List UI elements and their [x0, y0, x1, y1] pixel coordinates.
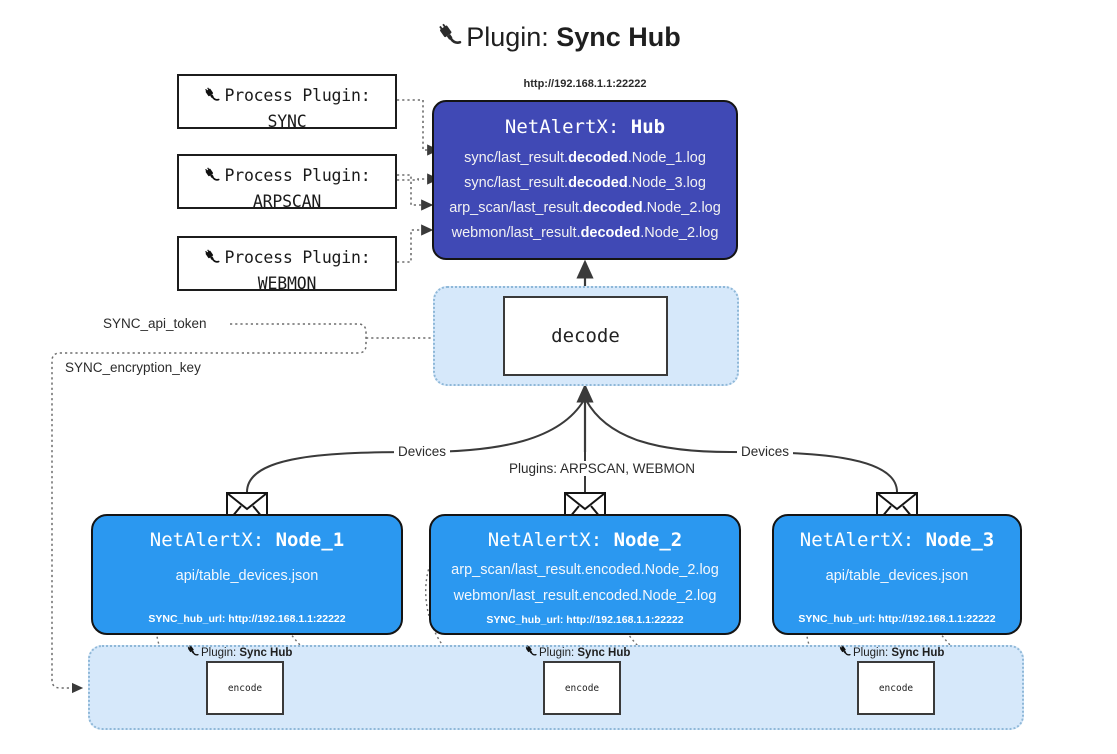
plugin-tag-prefix: Plugin:: [539, 647, 575, 659]
plugin-tag-node-1: Plugin: Sync Hub: [186, 645, 292, 661]
plug-icon: [186, 645, 199, 661]
hub-log-line: arp_scan/last_result.decoded.Node_2.log: [434, 196, 736, 221]
hub-log-pre: arp_scan/last_result.: [449, 200, 583, 216]
hub-node[interactable]: NetAlertX: Hub sync/last_result.decoded.…: [432, 100, 738, 260]
plugin-tag-node-2: Plugin: Sync Hub: [524, 645, 630, 661]
encode-box-node-2[interactable]: encode: [543, 661, 621, 715]
edge-label-plugins-center: Plugins: ARPSCAN, WEBMON: [505, 461, 700, 476]
node-title-prefix: NetAlertX:: [487, 529, 603, 551]
hub-log-pre: sync/last_result.: [464, 150, 569, 166]
plugin-tag-prefix: Plugin:: [201, 647, 237, 659]
node-title-name: Node_1: [275, 529, 345, 551]
plugin-tag-node-3: Plugin: Sync Hub: [838, 645, 944, 661]
node-box-node-1[interactable]: NetAlertX: Node_1 api/table_devices.json…: [91, 514, 403, 635]
hub-url-label: http://192.168.1.1:22222: [523, 78, 647, 90]
plug-icon: [524, 645, 537, 661]
node-title: NetAlertX: Node_3: [774, 529, 1020, 551]
plugin-tag-name: Sync Hub: [577, 647, 631, 659]
process-plugin-label-text: Process Plugin:: [224, 248, 371, 267]
process-plugin-label: Process Plugin:: [179, 164, 395, 190]
edge-label-devices-left: Devices: [394, 444, 451, 459]
plugin-tag-name: Sync Hub: [239, 647, 293, 659]
process-plugin-label: Process Plugin:: [179, 246, 395, 272]
plug-icon: [203, 167, 221, 190]
process-plugin-label: Process Plugin:: [179, 84, 395, 110]
node-title-name: Node_2: [613, 529, 683, 551]
decode-box[interactable]: decode: [503, 296, 668, 376]
process-plugin-box-arpscan[interactable]: Process Plugin: ARPSCAN: [177, 154, 397, 211]
node-artifact-line: arp_scan/last_result.encoded.Node_2.log: [451, 562, 719, 578]
process-plugin-name: SYNC: [267, 112, 307, 131]
node-title: NetAlertX: Node_2: [431, 529, 739, 551]
node-artifact-line: api/table_devices.json: [825, 568, 969, 584]
hub-log-line: sync/last_result.decoded.Node_1.log: [434, 146, 736, 171]
node-footer-url: SYNC_hub_url: http://192.168.1.1:22222: [486, 614, 684, 626]
node-title-name: Node_3: [925, 529, 995, 551]
process-plugin-name: ARPSCAN: [252, 192, 322, 211]
encode-box-node-3[interactable]: encode: [857, 661, 935, 715]
title-name: Sync Hub: [556, 22, 681, 52]
hub-log-post: .Node_2.log: [640, 225, 719, 241]
plug-icon: [203, 249, 221, 272]
hub-title-prefix: NetAlertX:: [504, 116, 620, 138]
page-title: Plugin: Sync Hub: [0, 18, 1117, 59]
hub-log-em: decoded: [580, 225, 641, 241]
secret-label-encryption-key: SYNC_encryption_key: [62, 360, 204, 375]
process-plugin-box-sync[interactable]: Process Plugin: SYNC: [177, 74, 397, 131]
node-box-node-2[interactable]: NetAlertX: Node_2 arp_scan/last_result.e…: [429, 514, 741, 635]
node-footer-url: SYNC_hub_url: http://192.168.1.1:22222: [798, 613, 996, 625]
hub-log-pre: sync/last_result.: [464, 175, 569, 191]
plug-icon: [838, 645, 851, 661]
hub-log-pre: webmon/last_result.: [451, 225, 581, 241]
hub-log-em: decoded: [582, 200, 643, 216]
node-title-prefix: NetAlertX:: [149, 529, 265, 551]
hub-log-em: decoded: [568, 150, 628, 166]
node-artifact-line: webmon/last_result.encoded.Node_2.log: [453, 588, 717, 604]
hub-log-line: webmon/last_result.decoded.Node_2.log: [434, 221, 736, 246]
plug-icon: [203, 87, 221, 110]
plugin-tag-prefix: Plugin:: [853, 647, 889, 659]
hub-log-post: .Node_2.log: [642, 200, 721, 216]
title-prefix: Plugin:: [466, 22, 549, 52]
hub-log-em: decoded: [568, 175, 628, 191]
node-footer-url: SYNC_hub_url: http://192.168.1.1:22222: [148, 613, 346, 625]
process-plugin-name: WEBMON: [257, 274, 317, 293]
edge-label-devices-right: Devices: [737, 444, 794, 459]
hub-log-post: .Node_3.log: [627, 175, 706, 191]
hub-log-post: .Node_1.log: [627, 150, 706, 166]
encode-box-node-1[interactable]: encode: [206, 661, 284, 715]
secret-label-api-token: SYNC_api_token: [100, 316, 210, 331]
node-title: NetAlertX: Node_1: [93, 529, 401, 551]
process-plugin-box-webmon[interactable]: Process Plugin: WEBMON: [177, 236, 397, 293]
hub-log-line: sync/last_result.decoded.Node_3.log: [434, 171, 736, 196]
hub-title-name: Hub: [630, 116, 666, 138]
process-plugin-label-text: Process Plugin:: [224, 86, 371, 105]
node-box-node-3[interactable]: NetAlertX: Node_3 api/table_devices.json…: [772, 514, 1022, 635]
hub-title: NetAlertX: Hub: [434, 116, 736, 138]
node-artifact-line: api/table_devices.json: [175, 568, 319, 584]
process-plugin-label-text: Process Plugin:: [224, 166, 371, 185]
plug-icon: [436, 21, 462, 59]
plugin-tag-name: Sync Hub: [891, 647, 945, 659]
node-title-prefix: NetAlertX:: [799, 529, 915, 551]
